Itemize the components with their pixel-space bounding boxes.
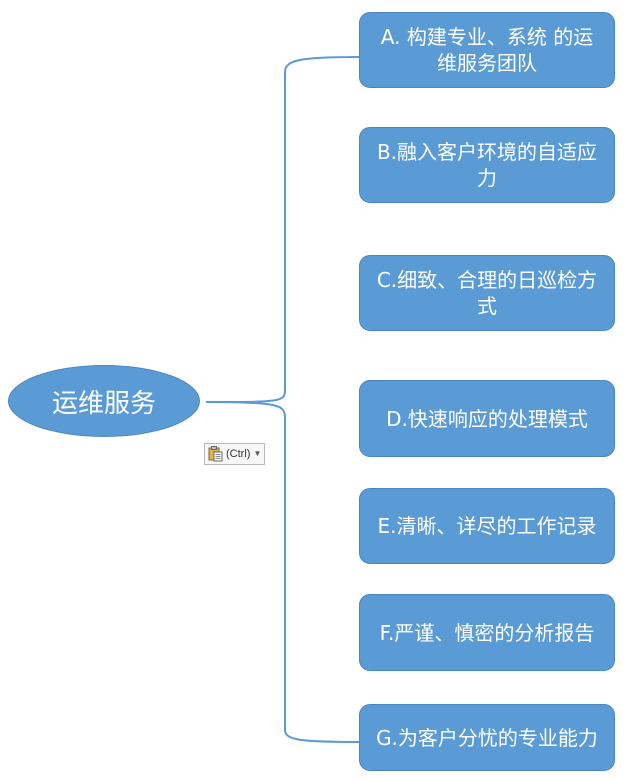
- node-f-label: F.严谨、慎密的分析报告: [379, 620, 595, 645]
- node-b[interactable]: B.融入客户环境的自适应力: [359, 127, 615, 203]
- node-c-label: C.细致、合理的日巡检方式: [376, 268, 598, 318]
- node-e-label: E.清晰、详尽的工作记录: [377, 514, 597, 538]
- node-d[interactable]: D.快速响应的处理模式: [359, 380, 615, 457]
- paste-options-button[interactable]: (Ctrl) ▼: [204, 443, 265, 465]
- connector-to-node-g: [205, 401, 360, 743]
- root-node-ops-service[interactable]: 运维服务: [8, 365, 200, 437]
- clipboard-paste-icon: [208, 446, 223, 462]
- node-c[interactable]: C.细致、合理的日巡检方式: [359, 255, 615, 331]
- node-f[interactable]: F.严谨、慎密的分析报告: [359, 594, 615, 671]
- node-a[interactable]: A. 构建专业、系统 的运维服务团队: [359, 12, 615, 88]
- dropdown-arrow-icon: ▼: [253, 449, 262, 458]
- paste-options-label: (Ctrl): [226, 448, 251, 460]
- connector-to-node-a: [205, 56, 360, 403]
- node-d-label: D.快速响应的处理模式: [386, 406, 588, 431]
- node-e[interactable]: E.清晰、详尽的工作记录: [359, 488, 615, 564]
- node-a-label: A. 构建专业、系统 的运维服务团队: [380, 25, 594, 75]
- node-b-label: B.融入客户环境的自适应力: [376, 140, 598, 190]
- node-g[interactable]: G.为客户分忧的专业能力: [359, 704, 615, 771]
- root-node-label: 运维服务: [51, 388, 156, 419]
- node-g-label: G.为客户分忧的专业能力: [376, 725, 598, 750]
